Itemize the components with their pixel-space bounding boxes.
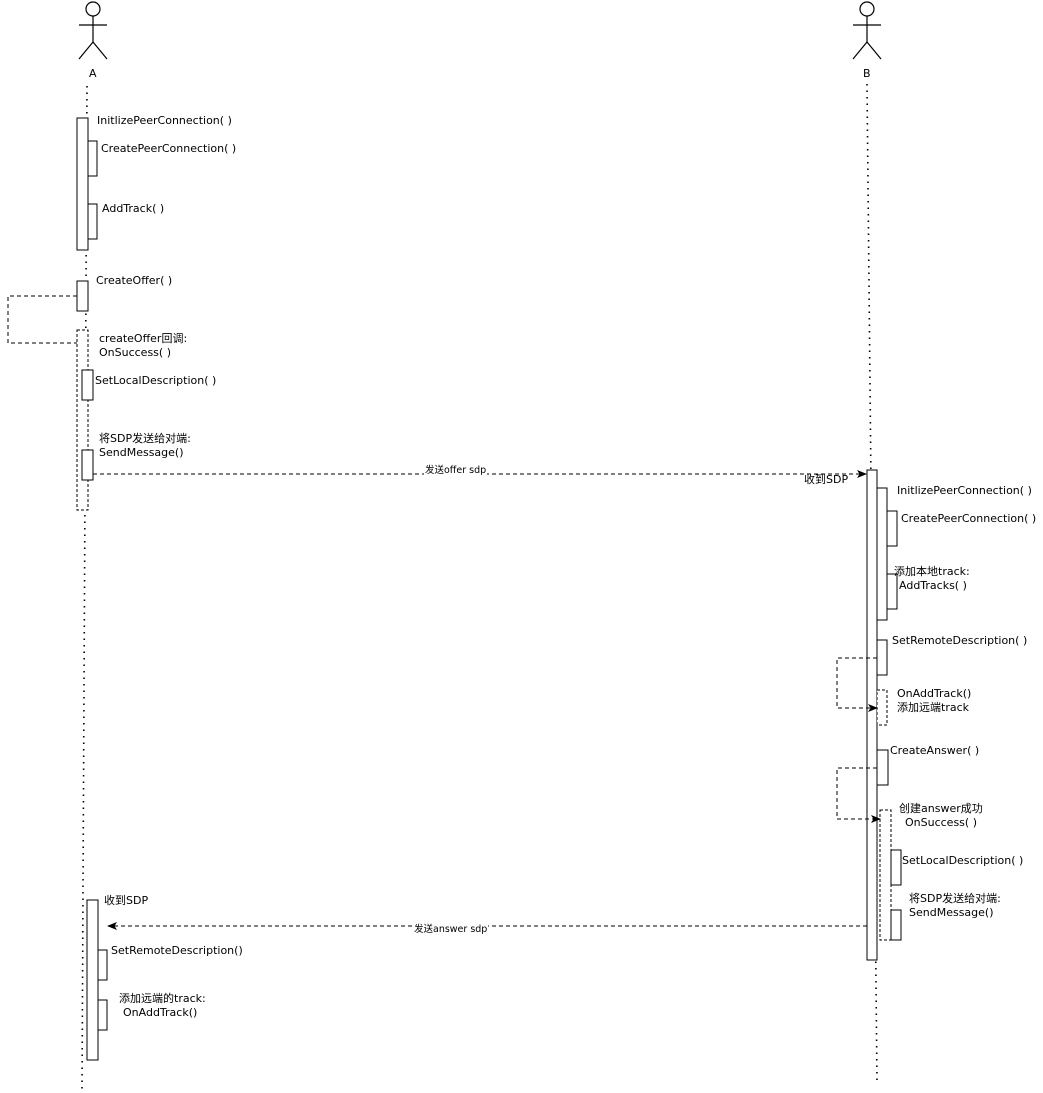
label-a-set-remote-desc: SetRemoteDescription() (111, 944, 243, 957)
label-b-send-message: SendMessage() (909, 906, 994, 919)
label-b-answer-on-success: OnSuccess( ) (905, 816, 977, 829)
activation-b-add-tracks (886, 573, 898, 610)
label-b-init-pc: InitlizePeerConnection( ) (897, 484, 1032, 497)
label-a-add-remote-track-note: 添加远端的track: (119, 992, 206, 1005)
activation-b-init (876, 487, 888, 621)
activation-a-on-add-track (97, 999, 108, 1031)
activation-a-set-remote (97, 949, 108, 981)
activation-b-on-add-track (876, 689, 888, 726)
activation-a-offer-callback (76, 329, 89, 511)
actor-a-figure (78, 1, 108, 60)
label-a-offer-callback: createOffer回调: (99, 332, 188, 345)
label-a-send-message: SendMessage() (99, 446, 184, 459)
label-b-send-sdp-note: 将SDP发送给对端: (909, 892, 1001, 905)
label-b-recv-sdp: 收到SDP (804, 473, 849, 486)
activation-b-create-answer (876, 749, 889, 786)
label-a-set-local-desc: SetLocalDescription( ) (95, 374, 217, 387)
actor-b-name: B (863, 67, 871, 80)
label-message-send-answer: 发送answer sdp (413, 923, 489, 937)
activation-a-set-local (81, 369, 94, 401)
label-b-create-answer: CreateAnswer( ) (890, 744, 980, 757)
label-message-send-offer: 发送offer sdp (424, 464, 488, 478)
label-b-create-pc: CreatePeerConnection( ) (901, 512, 1037, 525)
actor-b-figure (852, 1, 882, 60)
label-b-add-tracks: AddTracks( ) (899, 579, 967, 592)
activation-b-set-local (890, 849, 902, 886)
activation-b-main (866, 469, 878, 961)
lifeline-a (81, 85, 88, 1093)
activation-a-create-pc (87, 140, 98, 177)
callback-loop-b-answer (836, 767, 881, 823)
label-b-answer-success-note: 创建answer成功 (899, 802, 983, 815)
activation-b-create-pc (886, 510, 898, 547)
callback-loop-b-remote (836, 657, 878, 712)
activation-a-recv-sdp (86, 899, 99, 1061)
activation-a-init (76, 117, 89, 251)
label-a-recv-sdp: 收到SDP (104, 894, 149, 907)
label-b-add-remote-track-note: 添加远端track (897, 701, 969, 714)
label-a-add-track: AddTrack( ) (102, 202, 165, 215)
label-b-set-remote-desc: SetRemoteDescription( ) (892, 634, 1028, 647)
activation-a-create-offer (76, 280, 89, 312)
actor-a-name: A (89, 67, 97, 80)
activation-a-add-track (87, 203, 98, 240)
callback-loop-a (7, 295, 77, 344)
activation-b-send-message (890, 909, 902, 941)
activation-b-answer-success (879, 809, 892, 941)
label-a-send-sdp-note: 将SDP发送给对端: (99, 432, 191, 445)
label-b-set-local-desc: SetLocalDescription( ) (902, 854, 1024, 867)
label-a-init-pc: InitlizePeerConnection( ) (97, 114, 232, 127)
label-a-create-offer: CreateOffer( ) (96, 274, 173, 287)
label-a-on-add-track: OnAddTrack() (123, 1006, 198, 1019)
label-a-offer-on-success: OnSuccess( ) (99, 346, 171, 359)
label-b-on-add-track: OnAddTrack() (897, 687, 972, 700)
activation-a-send-message (81, 449, 94, 481)
label-b-add-local-track-note: 添加本地track: (894, 565, 970, 578)
label-a-create-pc: CreatePeerConnection( ) (101, 142, 237, 155)
activation-b-set-remote (876, 639, 888, 676)
